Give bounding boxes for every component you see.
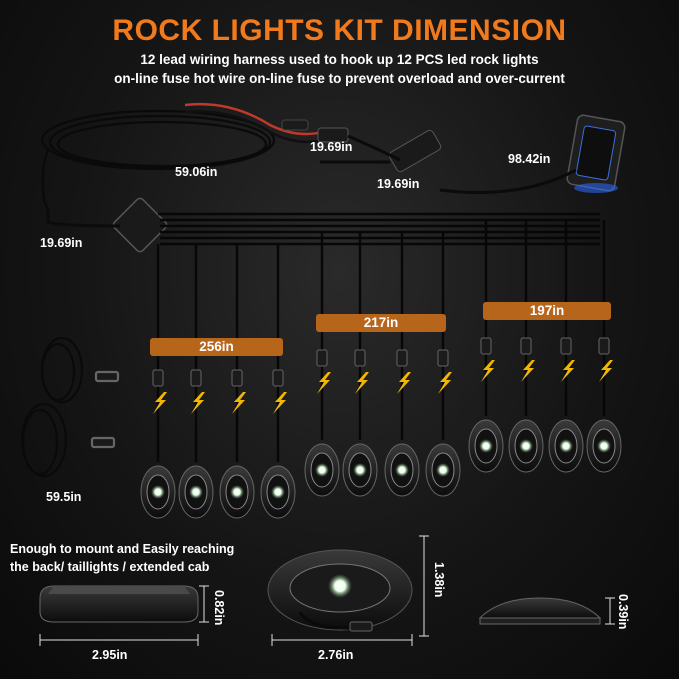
dimension-lines [39,535,615,646]
bolt-icon [521,360,535,382]
led-glow [315,463,329,477]
switch-cable-length: 98.42in [508,152,551,166]
pod-connector [272,369,284,387]
pod-connector [560,337,572,355]
led-glow [436,463,450,477]
mounting-note-line-1: Enough to mount and Easily reaching [10,542,235,556]
pod-connector [437,349,449,367]
led-glow [151,485,165,499]
bolt-icon [273,392,287,414]
center-width-dimension: 2.76in [318,648,354,662]
led-glow [395,463,409,477]
rock-light-pod [468,337,504,473]
led-glow [559,439,573,453]
pod-side-view-right [478,597,602,625]
rocker-switch [566,114,626,193]
pod-side-view-left [39,585,199,623]
led-glow [353,463,367,477]
pod-connector [354,349,366,367]
rock-light-pod [586,337,622,473]
page-title: ROCK LIGHTS KIT DIMENSION [112,14,567,47]
subtitle-line-2: on-line fuse hot wire on-line fuse to pr… [114,71,565,86]
main-cable-length: 59.06in [175,165,218,179]
relay-connector [317,127,442,173]
bolt-icon [232,392,246,414]
rock-light-pod [260,369,296,519]
rock-light-pod [425,349,461,497]
pod-connector [396,349,408,367]
rock-light-pod [384,349,420,497]
fuse-wire [184,102,331,136]
led-glow [519,439,533,453]
left-width-dimension: 2.95in [92,648,128,662]
left-height-dimension: 0.82in [212,590,226,626]
extension-cable-coil [20,336,120,478]
harness-wires [158,212,600,246]
pod-connector [231,369,243,387]
rock-light-pod [548,337,584,473]
pod-connector [520,337,532,355]
pod-connector [190,369,202,387]
subtitle-line-1: 12 lead wiring harness used to hook up 1… [140,52,539,67]
bolt-icon [153,392,167,414]
rock-light-pod [342,349,378,497]
center-height-dimension: 1.38in [432,562,446,598]
extension-length: 59.5in [46,490,82,504]
wiring-hub [112,197,168,253]
rock-light-pods [140,337,622,519]
rock-light-pod [508,337,544,473]
pod-connector [316,349,328,367]
group-length-label: 217in [363,315,399,330]
bolt-icon [561,360,575,382]
bolt-icon [191,392,205,414]
bolt-icon [481,360,495,382]
hub-lead-length: 19.69in [40,236,83,250]
pod-connector [152,369,164,387]
bolt-icon [317,372,331,394]
pod-top-view-center [267,549,413,632]
right-height-dimension: 0.39in [616,594,630,630]
fuse-lead-length: 19.69in [310,140,353,154]
led-glow [271,485,285,499]
pod-connector [598,337,610,355]
coiled-main-cable [40,109,276,211]
length-bar-217 [316,314,446,332]
bolt-icon [355,372,369,394]
bolt-icon [397,372,411,394]
rock-light-pod [304,349,340,497]
mounting-note-line-2: the back/ taillights / extended cab [10,560,210,574]
rock-light-pod [140,369,176,519]
bolt-icon [438,372,452,394]
led-glow [230,485,244,499]
led-glow [597,439,611,453]
switch-lead-length: 19.69in [377,177,420,191]
pod-connector [480,337,492,355]
length-bar-197 [483,302,611,320]
bolt-icon [599,360,613,382]
fuse-holder [281,119,309,131]
led-glow [479,439,493,453]
led-glow [189,485,203,499]
rock-light-pod [178,369,214,519]
group-length-label: 197in [529,303,565,318]
length-bar-256 [150,338,283,356]
rock-light-pod [219,369,255,519]
group-length-label: 256in [199,339,234,354]
